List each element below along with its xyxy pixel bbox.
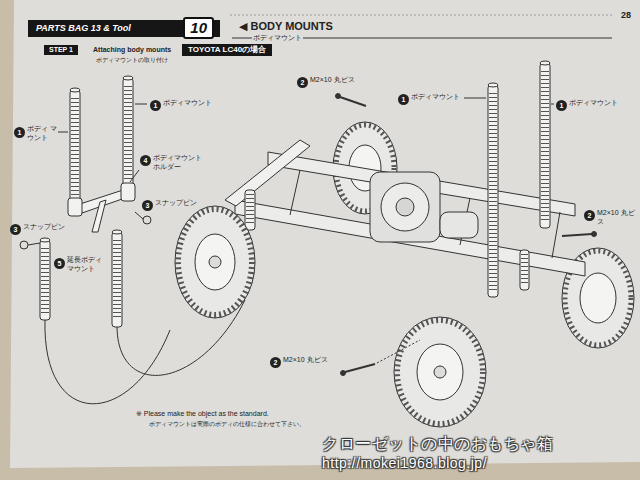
part-label: M2×10 丸ビス [309, 76, 356, 85]
callout-number: 2 [297, 77, 308, 88]
step-badge: STEP 1 [44, 45, 78, 55]
step-number-box: 10 [183, 17, 214, 39]
node-text: PARTS BAG 13 & Tool [36, 23, 131, 34]
node-text: STEP 1 [49, 46, 73, 54]
paper-page [10, 0, 640, 468]
part-label: 28 [620, 10, 632, 21]
part-label: スナップピン [154, 199, 198, 208]
callout-number: 4 [140, 155, 151, 166]
part-label: M2×10 丸ビス [282, 356, 329, 365]
part-label: ボディマウント ホルダー [152, 154, 208, 172]
part-label: 延長ボディ マウント [66, 256, 108, 274]
part-label: ボディ マウント [26, 125, 58, 143]
callout-number: 2 [270, 357, 281, 368]
callout-number: 1 [556, 100, 567, 111]
header-rule [230, 15, 612, 16]
callout-number: 1 [14, 127, 25, 138]
left-body-mount-parts [20, 76, 245, 404]
callout-number: 1 [398, 94, 409, 105]
callout-number: 2 [584, 210, 595, 221]
part-label: ボディマウントは実際のボディの仕様に合わせて下さい。 [148, 421, 306, 429]
model-badge: TOYOTA LC40の場合 [182, 44, 272, 56]
part-label: ※ Please make the object as the standard… [135, 410, 270, 419]
part-label: ボディマウント [410, 93, 461, 102]
chassis-drawing [58, 61, 634, 427]
part-label: スナップピン [22, 223, 66, 232]
watermark-text: http://mokei1968.blog.jp/ [322, 455, 487, 473]
node-text: 10 [190, 19, 207, 37]
part-label: ボディマウントの取り付け [95, 57, 169, 65]
callout-number: 1 [150, 100, 161, 111]
part-label: ボディマウント [162, 99, 213, 108]
part-label: M2×10 丸ビス [596, 209, 636, 227]
callout-number: 3 [10, 224, 21, 235]
callout-number: 5 [54, 258, 65, 269]
part-label: ボディマウント [252, 34, 303, 43]
watermark-text: クローゼットの中のおもちゃ箱 [322, 434, 553, 454]
part-label: Attaching body mounts [92, 46, 172, 55]
node-text: TOYOTA LC40の場合 [188, 45, 266, 55]
parts-bag-band: PARTS BAG 13 & Tool 10 [28, 20, 220, 37]
part-label: ◀ BODY MOUNTS [238, 20, 334, 34]
callout-number: 3 [142, 200, 153, 211]
part-label: ボディマウント [568, 99, 619, 108]
